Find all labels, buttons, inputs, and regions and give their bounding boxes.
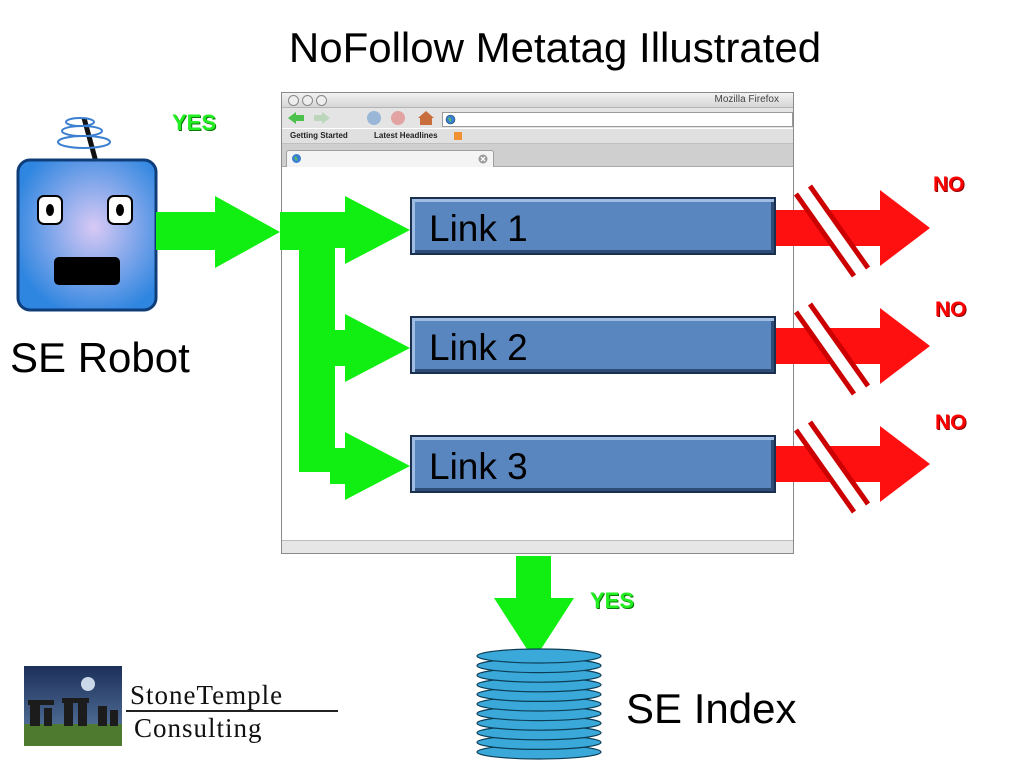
blocked-arrow-link-2	[776, 302, 930, 396]
link-1-label: Link 1	[429, 208, 528, 249]
tab-globe-icon	[292, 154, 301, 163]
close-window-icon[interactable]	[288, 95, 299, 106]
stop-icon	[391, 111, 405, 125]
stonehenge-logo-icon	[24, 666, 122, 746]
robot-to-page-arrow	[156, 196, 280, 268]
browser-titlebar: Mozilla Firefox	[282, 93, 793, 108]
page-trunk-arrow	[299, 212, 335, 472]
branch-arrow-link-1	[330, 196, 410, 264]
globe-icon	[445, 114, 456, 125]
bookmark-latest-headlines[interactable]: Latest Headlines	[374, 131, 438, 140]
tab-bar	[282, 144, 793, 167]
blocked-arrow-link-1	[776, 184, 930, 278]
branch-arrow-link-2	[330, 314, 410, 382]
branch-arrow-link-3	[330, 432, 410, 500]
logo-line-1: StoneTemple	[130, 680, 284, 710]
browser-tab[interactable]	[286, 150, 494, 167]
nav-buttons	[288, 111, 434, 125]
link-1-box[interactable]: Link 1	[410, 197, 776, 255]
home-icon	[418, 111, 434, 125]
diagram-title: NoFollow Metatag Illustrated	[288, 24, 822, 71]
minimize-window-icon[interactable]	[302, 95, 313, 106]
se-index-database-icon	[476, 648, 602, 760]
browser-window-title: Mozilla Firefox	[714, 94, 779, 105]
database-disc	[476, 648, 602, 664]
back-arrow-icon	[288, 112, 304, 124]
bookmark-getting-started[interactable]: Getting Started	[290, 131, 348, 140]
page-to-index-arrow	[494, 556, 574, 660]
yes-label-index: YES	[590, 588, 635, 613]
logo-line-2: Consulting	[134, 713, 263, 743]
forward-arrow-icon	[314, 112, 330, 124]
se-index-label: SE Index	[626, 685, 797, 732]
no-label-link-2: NO	[935, 298, 967, 321]
blocked-arrow-link-3	[776, 420, 930, 514]
logo-divider	[126, 710, 338, 712]
link-2-label: Link 2	[429, 327, 528, 368]
browser-navbar	[282, 108, 793, 128]
link-3-label: Link 3	[429, 446, 528, 487]
zoom-window-icon[interactable]	[316, 95, 327, 106]
url-bar[interactable]	[442, 112, 793, 127]
bookmarks-toolbar: Getting Started Latest Headlines	[282, 129, 793, 144]
status-bar	[282, 540, 793, 553]
no-label-link-3: NO	[935, 411, 967, 434]
link-2-box[interactable]: Link 2	[410, 316, 776, 374]
reload-icon	[367, 111, 381, 125]
rss-feed-icon	[454, 132, 462, 140]
se-robot-label: SE Robot	[10, 334, 190, 381]
no-label-link-1: NO	[933, 173, 965, 196]
tab-close-icon[interactable]	[478, 154, 488, 164]
link-3-box[interactable]: Link 3	[410, 435, 776, 493]
yes-label-robot: YES	[172, 110, 217, 135]
